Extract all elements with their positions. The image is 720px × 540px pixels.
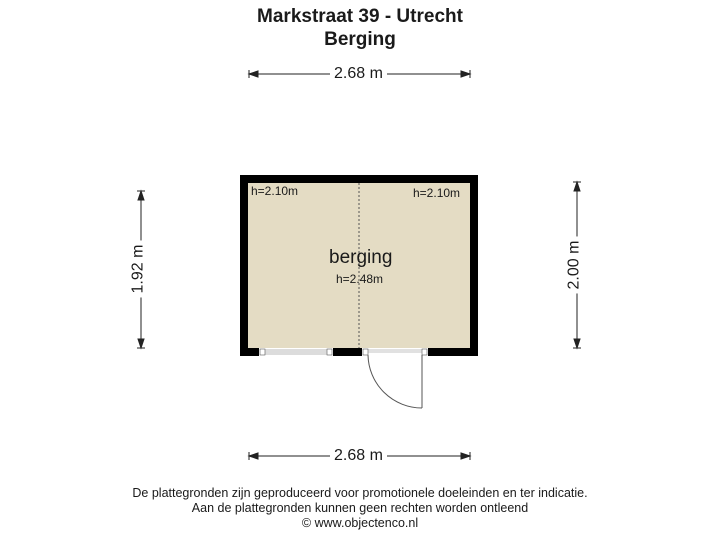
bottom-width-dimension: 2.68 m <box>330 447 387 465</box>
room-name: berging <box>329 247 393 268</box>
disclaimer-line-2: Aan de plattegronden kunnen geen rechten… <box>191 501 529 515</box>
right-height-dimension: 2.00 m <box>565 236 584 294</box>
left-height-dimension: 1.92 m <box>129 240 148 298</box>
disclaimer: De plattegronden zijn geproduceerd voor … <box>0 486 720 531</box>
page-title: Markstraat 39 - Utrecht <box>257 6 463 27</box>
room-height: h=2.48m <box>336 272 384 286</box>
ceiling-height-right: h=2.10m <box>413 186 461 200</box>
copyright-line: © www.objectenco.nl <box>301 516 419 530</box>
disclaimer-line-1: De plattegronden zijn geproduceerd voor … <box>132 486 588 500</box>
top-width-dimension: 2.68 m <box>330 65 387 83</box>
door <box>362 348 428 409</box>
floor-title: Berging <box>324 29 396 50</box>
window <box>259 348 333 356</box>
ceiling-height-left: h=2.10m <box>251 184 299 198</box>
